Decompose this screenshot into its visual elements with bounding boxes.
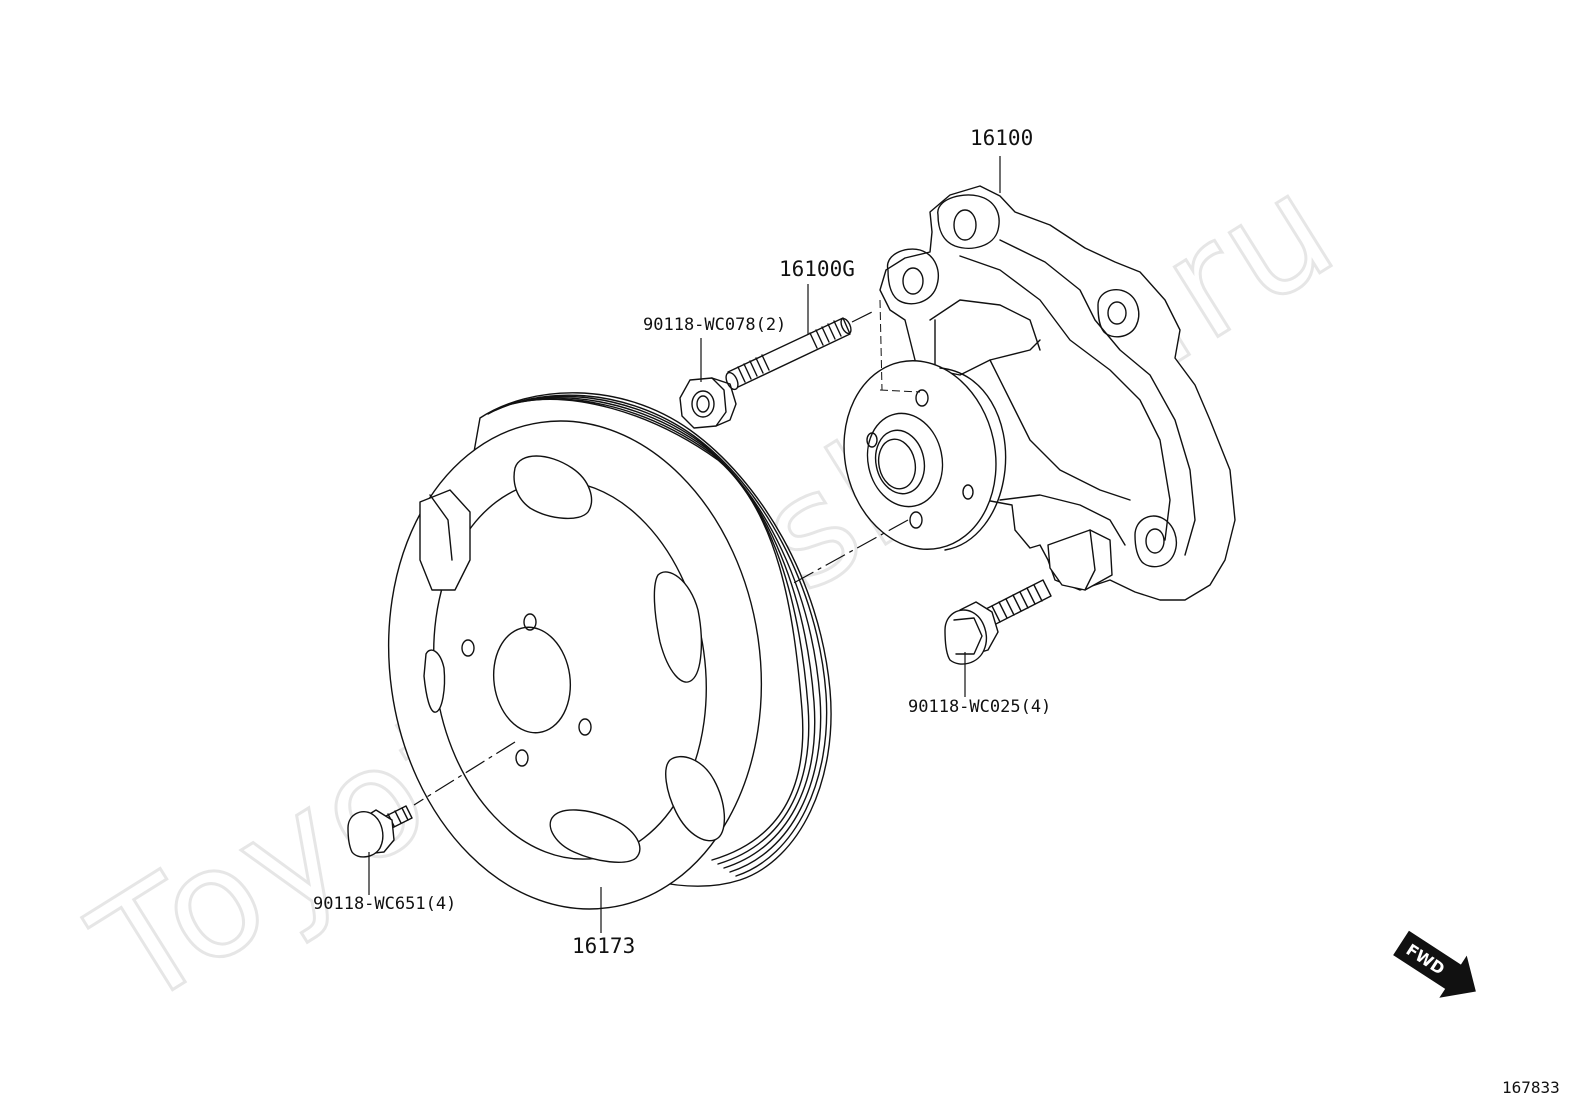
label-pulley[interactable]: 16173 [572, 934, 635, 958]
pulley-bolt-drawing [347, 805, 413, 858]
label-pulley-bolt[interactable]: 90118-WC651(4) [313, 894, 456, 914]
label-pump-bolt[interactable]: 90118-WC025(4) [908, 697, 1051, 717]
label-water-pump[interactable]: 16100 [970, 126, 1033, 150]
fwd-arrow-icon: FWD [1393, 930, 1476, 998]
pump-bolt-drawing [944, 579, 1052, 665]
stud-bolt-drawing [725, 317, 852, 391]
label-nut[interactable]: 90118-WC078(2) [643, 315, 786, 335]
pulley-bolt-axis-line [413, 741, 516, 806]
water-pump-drawing [843, 185, 1236, 601]
label-stud[interactable]: 16100G [779, 257, 855, 281]
stud-alignment-line [851, 311, 873, 323]
diagram-id: 167833 [1502, 1078, 1560, 1097]
pump-to-pulley-axis-line [789, 519, 909, 586]
pulley-drawing [387, 392, 832, 910]
flange-nut-drawing [679, 377, 737, 429]
